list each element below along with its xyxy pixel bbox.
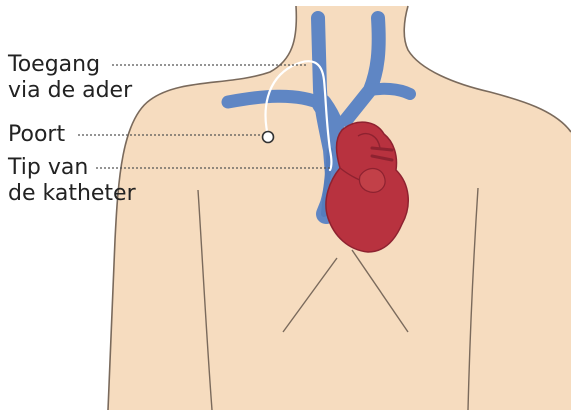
port-icon — [263, 132, 274, 143]
label-port: Poort — [8, 122, 65, 148]
label-venous-access: Toegang via de ader — [8, 52, 132, 104]
label-port-text: Poort — [8, 122, 65, 147]
label-catheter-tip: Tip van de katheter — [8, 155, 136, 207]
label-venous-access-line1: Toegang — [8, 52, 100, 77]
label-catheter-tip-line2: de katheter — [8, 181, 136, 206]
label-venous-access-line2: via de ader — [8, 78, 132, 103]
label-catheter-tip-line1: Tip van — [8, 155, 88, 180]
